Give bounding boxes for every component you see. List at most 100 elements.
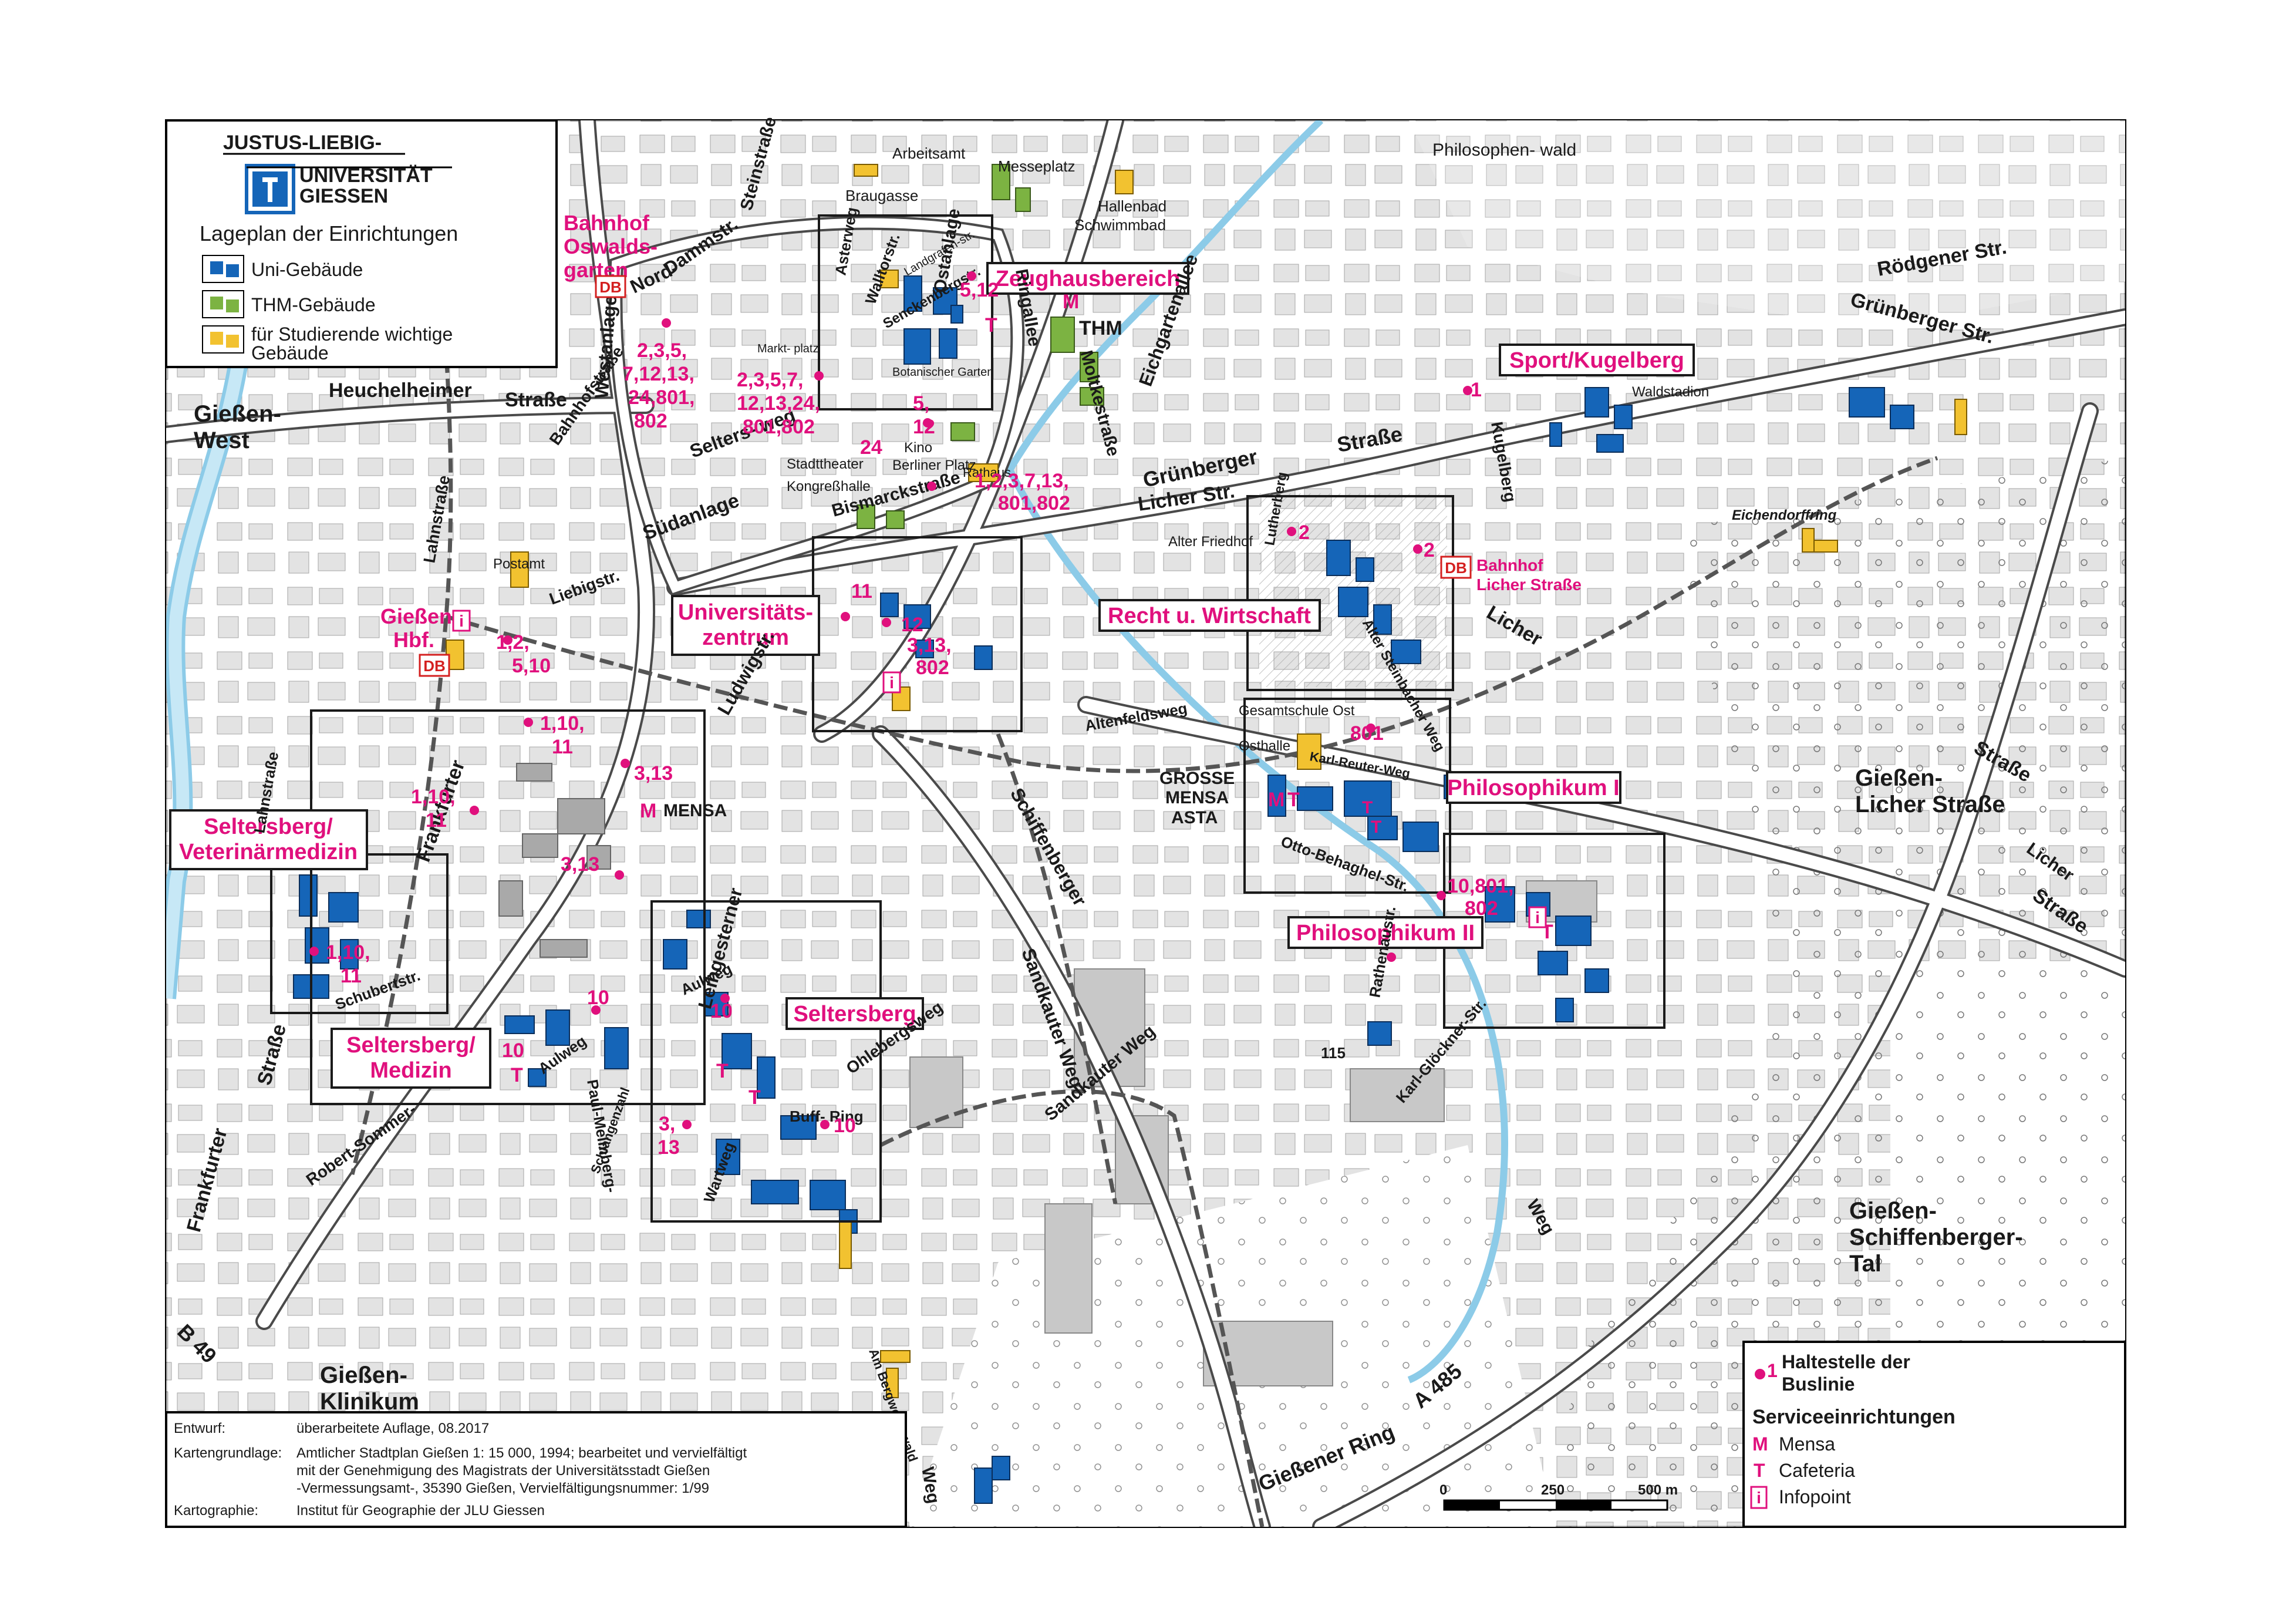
service-legend: 1 Haltestelle der Buslinie Serviceeinric… — [1742, 1341, 2126, 1528]
svg-text:Seltersberg: Seltersberg — [793, 1002, 916, 1026]
svg-text:Gießen-: Gießen- — [194, 401, 281, 427]
svg-text:802: 802 — [1465, 897, 1498, 920]
svg-text:Gießen-: Gießen- — [1855, 765, 1943, 791]
svg-text:DB: DB — [423, 657, 446, 675]
label-recht-wirtschaft[interactable]: Recht u. Wirtschaft — [1098, 599, 1321, 632]
svg-text:M: M — [1268, 789, 1284, 811]
svg-text:802: 802 — [916, 657, 949, 679]
label-universitaetszentrum[interactable]: Universitäts- zentrum — [671, 595, 820, 656]
svg-text:zentrum: zentrum — [702, 625, 789, 650]
svg-text:24: 24 — [860, 436, 882, 459]
svg-text:Markt- platz: Markt- platz — [757, 342, 818, 355]
svg-text:T: T — [716, 1060, 729, 1082]
svg-text:10,801,: 10,801, — [1447, 875, 1513, 897]
svg-text:Serviceeinrichtungen: Serviceeinrichtungen — [1752, 1406, 1956, 1428]
svg-text:Postamt: Postamt — [493, 556, 545, 572]
svg-text:Uni-Gebäude: Uni-Gebäude — [251, 259, 363, 280]
svg-text:11: 11 — [340, 965, 362, 987]
svg-text:11: 11 — [851, 580, 872, 603]
svg-text:Messeplatz: Messeplatz — [998, 157, 1075, 175]
student-buildings — [446, 164, 1967, 1398]
svg-text:Infopoint: Infopoint — [1779, 1486, 1851, 1507]
svg-text:Berliner Platz: Berliner Platz — [892, 457, 976, 473]
svg-text:DB: DB — [1445, 559, 1467, 577]
svg-text:Mensa: Mensa — [1779, 1433, 1835, 1455]
svg-text:T: T — [1287, 789, 1300, 811]
svg-text:0: 0 — [1439, 1482, 1447, 1498]
svg-text:115: 115 — [1321, 1044, 1346, 1062]
svg-text:801: 801 — [1350, 722, 1384, 745]
svg-text:7,12,13,: 7,12,13, — [622, 363, 694, 385]
svg-text:1,10,: 1,10, — [411, 786, 456, 808]
svg-text:Hallenbad: Hallenbad — [1098, 197, 1166, 215]
svg-text:2: 2 — [1299, 521, 1310, 544]
svg-text:Schwimmbad: Schwimmbad — [1074, 216, 1166, 234]
svg-text:Philosophen- wald: Philosophen- wald — [1432, 140, 1576, 160]
svg-text:UNIVERSITÄT: UNIVERSITÄT — [299, 164, 433, 187]
train-stations: Bahnhof Oswalds- garten DB Gießen Hbf. D… — [380, 211, 1582, 677]
svg-text:Cafeteria: Cafeteria — [1779, 1460, 1855, 1481]
thm-buildings — [857, 164, 1104, 529]
svg-text:Heuchelheimer: Heuchelheimer — [329, 379, 472, 402]
label-zeughausbereich[interactable]: Zeughausbereich — [986, 262, 1189, 295]
svg-text:Philosophikum I: Philosophikum I — [1447, 776, 1619, 800]
svg-text:Straße: Straße — [505, 389, 567, 411]
svg-text:Braugasse: Braugasse — [845, 187, 918, 204]
svg-text:i: i — [889, 674, 894, 692]
svg-text:T: T — [749, 1086, 761, 1109]
svg-text:10: 10 — [502, 1039, 524, 1062]
svg-text:1: 1 — [1471, 379, 1482, 401]
svg-text:THM-Gebäude: THM-Gebäude — [251, 294, 376, 315]
svg-text:Licher Straße: Licher Straße — [1855, 792, 2005, 817]
svg-text:-Vermessungsamt-, 35390 Gießen: -Vermessungsamt-, 35390 Gießen, Vervielf… — [296, 1480, 709, 1496]
footer-box: Entwurf: überarbeitete Auflage, 08.2017 … — [165, 1411, 907, 1528]
svg-text:West: West — [194, 428, 250, 453]
svg-text:T: T — [985, 314, 997, 336]
svg-text:Buslinie: Buslinie — [1782, 1374, 1855, 1395]
svg-text:24,801,: 24,801, — [628, 386, 694, 409]
svg-text:5,12: 5,12 — [960, 279, 999, 301]
svg-text:5,10: 5,10 — [512, 655, 551, 677]
district-labels: Gießen- West Gießen- Klinikum Gießen- Li… — [194, 401, 2023, 1415]
svg-text:3,13: 3,13 — [634, 762, 673, 785]
svg-text:MENSA: MENSA — [663, 801, 727, 820]
svg-text:Klinikum: Klinikum — [320, 1389, 419, 1415]
label-seltersberg[interactable]: Seltersberg — [785, 997, 924, 1030]
svg-text:3,13,: 3,13, — [907, 634, 952, 657]
label-seltersberg-vet[interactable]: Seltersberg/ Veterinärmedizin — [169, 809, 368, 870]
svg-text:Haltestelle der: Haltestelle der — [1782, 1351, 1910, 1372]
svg-text:für Studierende wichtige: für Studierende wichtige — [251, 324, 453, 345]
label-sport-kugelberg[interactable]: Sport/Kugelberg — [1499, 344, 1695, 376]
place-labels: Arbeitsamt Messeplatz Hallenbad Schwimmb… — [493, 144, 1355, 827]
river-wieseck — [1006, 120, 1509, 1384]
label-philosophikum-2[interactable]: Philosophikum II — [1287, 916, 1484, 949]
svg-text:Alter Friedhof: Alter Friedhof — [1168, 534, 1253, 550]
infopoint-icons: i i i — [452, 610, 1547, 928]
db-icon: DB — [595, 275, 626, 298]
svg-text:Universitäts-: Universitäts- — [678, 600, 813, 625]
svg-text:801,802: 801,802 — [743, 416, 815, 438]
label-seltersberg-medizin[interactable]: Seltersberg/ Medizin — [331, 1028, 491, 1089]
label-philosophikum-1[interactable]: Philosophikum I — [1446, 771, 1621, 804]
svg-text:Kartengrundlage:: Kartengrundlage: — [174, 1445, 282, 1461]
svg-text:Botanischer Garten: Botanischer Garten — [892, 366, 993, 379]
svg-text:Hbf.: Hbf. — [393, 628, 434, 652]
svg-text:JUSTUS-LIEBIG-: JUSTUS-LIEBIG- — [223, 132, 382, 154]
clinic-buildings — [498, 763, 611, 958]
railways — [350, 120, 1938, 1527]
svg-text:1,10,: 1,10, — [326, 941, 370, 964]
svg-text:10: 10 — [710, 1000, 733, 1022]
svg-text:500 m: 500 m — [1638, 1482, 1678, 1498]
svg-text:T: T — [1362, 798, 1373, 817]
legend-box: JUSTUS-LIEBIG- UNIVERSITÄT GIESSEN Lagep… — [165, 119, 558, 368]
svg-text:MENSA: MENSA — [1165, 788, 1229, 807]
svg-text:1: 1 — [1767, 1360, 1778, 1381]
svg-text:Bahnhof: Bahnhof — [564, 211, 650, 235]
svg-text:Zeughausbereich: Zeughausbereich — [996, 267, 1181, 291]
svg-text:M: M — [1063, 291, 1079, 313]
svg-text:Tal: Tal — [1849, 1251, 1882, 1277]
svg-text:11: 11 — [426, 809, 447, 832]
svg-text:Osthalle: Osthalle — [1239, 738, 1290, 754]
svg-text:Lageplan der Einrichtungen: Lageplan der Einrichtungen — [200, 221, 458, 245]
